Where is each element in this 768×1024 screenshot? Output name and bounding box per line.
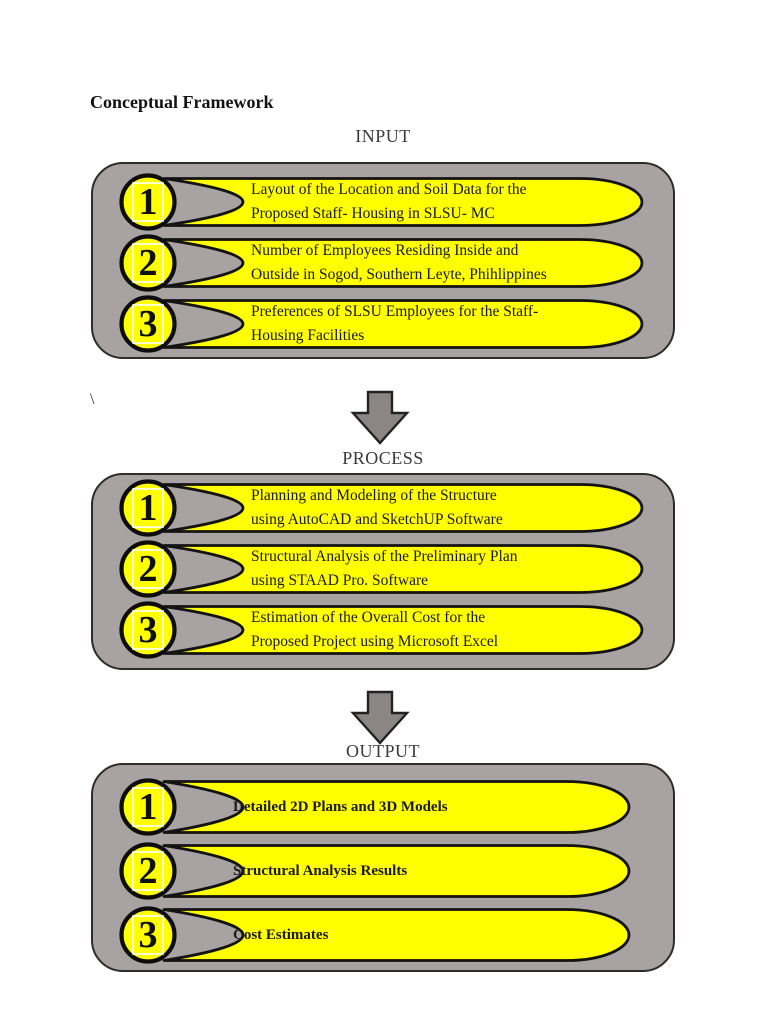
item-number: 2 [138,548,158,590]
list-item: 2 Structural Analysis of the Preliminary… [93,540,677,598]
curved-list-shape [119,173,644,231]
item-text: Cost Estimates [233,927,329,943]
list-item: 3 Preferences of SLSU Employees for the … [93,295,677,353]
curved-list-shape [119,601,644,659]
curved-list-shape [119,540,644,598]
list-item: 1 Detailed 2D Plans and 3D Models [93,778,677,836]
item-text: Planning and Modeling of the Structure u… [251,487,503,528]
item-number: 2 [138,242,158,284]
item-number: 2 [138,850,158,892]
item-number: 1 [138,786,158,828]
item-text: Estimation of the Overall Cost for the P… [251,609,499,650]
curved-list-shape [119,906,631,964]
item-number: 3 [138,914,158,956]
section-label-output: OUTPUT [346,741,420,761]
section-label-process: PROCESS [342,448,424,468]
down-arrow-icon [350,690,410,745]
item-text: Layout of the Location and Soil Data for… [251,181,527,222]
list-item: 2 Number of Employees Residing Inside an… [93,234,677,292]
list-item: 1 Layout of the Location and Soil Data f… [93,173,677,231]
page-title: Conceptual Framework [90,92,274,112]
curved-list-shape [119,295,644,353]
curved-list-shape [119,234,644,292]
list-item: 3 Estimation of the Overall Cost for the… [93,601,677,659]
curved-list-shape [119,842,631,900]
down-arrow-icon [350,390,410,445]
item-text: Structural Analysis Results [233,863,408,879]
list-item: 2 Structural Analysis Results [93,842,677,900]
item-text: Number of Employees Residing Inside and … [251,242,547,283]
process-panel: 1 Planning and Modeling of the Structure… [91,473,675,670]
input-panel: 1 Layout of the Location and Soil Data f… [91,162,675,359]
stray-backslash: \ [90,391,95,408]
section-label-input: INPUT [355,126,411,146]
list-item: 3 Cost Estimates [93,906,677,964]
item-text: Structural Analysis of the Preliminary P… [251,548,518,589]
item-number: 3 [138,303,158,345]
output-panel: 1 Detailed 2D Plans and 3D Models 2 Stru… [91,763,675,972]
list-item: 1 Planning and Modeling of the Structure… [93,479,677,537]
item-number: 1 [138,487,158,529]
item-number: 1 [138,181,158,223]
curved-list-shape [119,778,631,836]
item-text: Detailed 2D Plans and 3D Models [233,799,448,815]
curved-list-shape [119,479,644,537]
item-text: Preferences of SLSU Employees for the St… [251,303,539,344]
item-number: 3 [138,609,158,651]
